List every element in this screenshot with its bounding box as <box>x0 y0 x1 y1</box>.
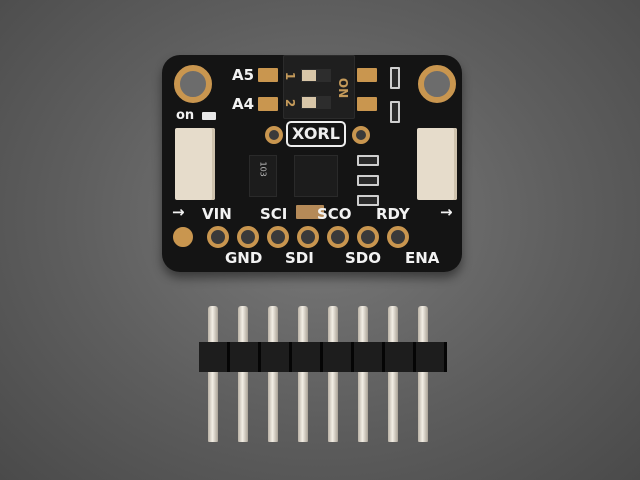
pin-label-sci: SCI <box>260 205 288 223</box>
pin-label-sdi: SDI <box>285 249 314 267</box>
resistor <box>390 67 400 89</box>
dip-on-label: ON <box>335 77 350 99</box>
solder-joint <box>357 68 377 82</box>
pin-label-sco: SCO <box>317 205 352 223</box>
via-pad <box>352 126 370 144</box>
header-plastic-body <box>199 342 447 372</box>
resistor-network: 103 <box>249 155 277 197</box>
arrow-left: → <box>172 203 185 221</box>
pad-sdi[interactable] <box>267 226 289 248</box>
pin-label-ena: ENA <box>405 249 440 267</box>
dip-number-2: 2 <box>283 98 298 108</box>
header-pin-7 <box>388 306 398 442</box>
pad-sdo[interactable] <box>327 226 349 248</box>
header-pin-8 <box>418 306 428 442</box>
header-segment <box>199 342 230 372</box>
resistor <box>390 101 400 123</box>
pad-gnd[interactable] <box>207 226 229 248</box>
sensor-ic <box>294 155 338 197</box>
resistor <box>357 175 379 186</box>
dip-knob-2[interactable] <box>302 97 316 108</box>
resistor <box>357 155 379 166</box>
header-segment <box>292 342 323 372</box>
arrow-right: → <box>440 203 453 221</box>
via-pad <box>265 126 283 144</box>
mounting-hole-left <box>174 65 212 103</box>
header-pin-3 <box>268 306 278 442</box>
pad-rdy[interactable] <box>357 226 379 248</box>
header-segment <box>230 342 261 372</box>
header-pin-1 <box>208 306 218 442</box>
pad-sco[interactable] <box>297 226 319 248</box>
header-pin-5 <box>328 306 338 442</box>
breakout-board: A5 A4 1 2 ON on XORL 103 → VIN SCI SCO R… <box>162 55 462 272</box>
pad-vin[interactable] <box>173 227 193 247</box>
pin-label-rdy: RDY <box>376 205 410 223</box>
header-pin-4 <box>298 306 308 442</box>
label-a5: A5 <box>232 66 255 84</box>
pad-ena[interactable] <box>387 226 409 248</box>
stemma-qt-connector-right[interactable] <box>417 128 457 200</box>
header-segment <box>323 342 354 372</box>
xorl-logo: XORL <box>286 121 346 147</box>
mounting-hole-right <box>418 65 456 103</box>
pin-label-gnd: GND <box>225 249 263 267</box>
capacitor <box>296 205 324 219</box>
pin-label-sdo: SDO <box>345 249 382 267</box>
led-label-on: on <box>176 108 195 123</box>
header-segment <box>354 342 385 372</box>
label-a4: A4 <box>232 95 255 113</box>
header-segment <box>385 342 416 372</box>
resistor <box>357 195 379 206</box>
solder-joint <box>357 97 377 111</box>
power-led <box>202 112 216 120</box>
header-pin-2 <box>238 306 248 442</box>
header-pin-6 <box>358 306 368 442</box>
solder-joint <box>258 68 278 82</box>
resistor-network-code: 103 <box>258 161 268 177</box>
pad-sci[interactable] <box>237 226 259 248</box>
dip-knob-1[interactable] <box>302 70 316 81</box>
pin-label-vin: VIN <box>202 205 232 223</box>
dip-switch[interactable]: 1 2 ON <box>283 55 355 119</box>
solder-joint <box>258 97 278 111</box>
dip-number-1: 1 <box>283 71 298 81</box>
header-segment <box>416 342 447 372</box>
stemma-qt-connector-left[interactable] <box>175 128 215 200</box>
header-segment <box>261 342 292 372</box>
